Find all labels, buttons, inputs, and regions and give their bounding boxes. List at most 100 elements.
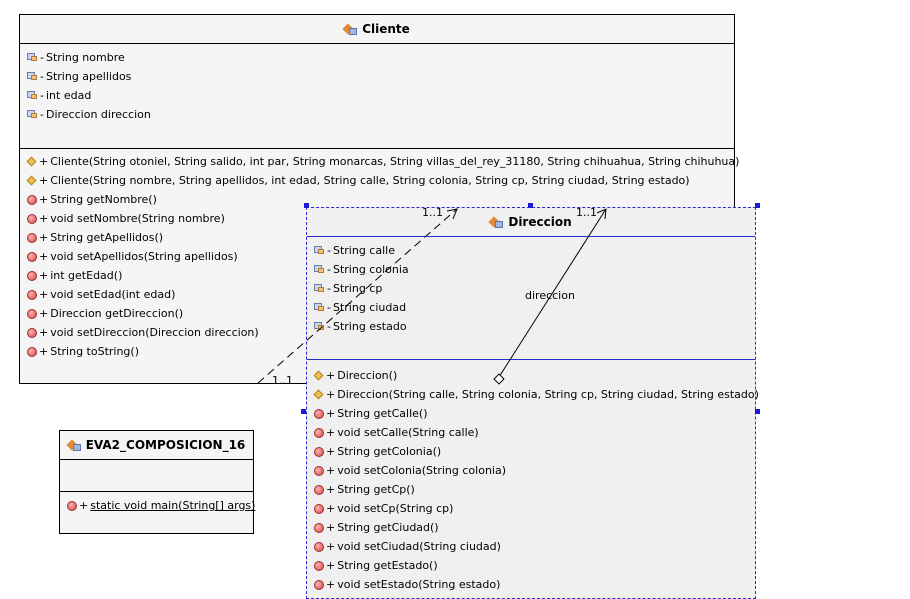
class-eva2-header[interactable]: EVA2_COMPOSICION_16 bbox=[60, 431, 253, 460]
attribute-text: String estado bbox=[332, 320, 407, 333]
operation-row[interactable]: +String getNombre() bbox=[20, 190, 734, 209]
visibility-marker: + bbox=[39, 307, 49, 320]
class-icon bbox=[488, 215, 504, 228]
field-icon bbox=[314, 245, 325, 256]
operation-row[interactable]: +Cliente(String otoniel, String salido, … bbox=[20, 152, 739, 171]
operation-row[interactable]: +void setEdad(int edad) bbox=[20, 285, 734, 304]
operation-text: void setCalle(String calle) bbox=[337, 426, 479, 439]
resize-handle-middle-right[interactable] bbox=[755, 409, 760, 414]
visibility-marker: - bbox=[327, 282, 331, 295]
operation-row[interactable]: +void setCalle(String calle) bbox=[307, 423, 755, 442]
visibility-marker: + bbox=[39, 288, 49, 301]
operation-text: static void main(String[] args) bbox=[90, 499, 256, 512]
operation-text: void setDireccion(Direccion direccion) bbox=[50, 326, 259, 339]
operation-row[interactable]: +void setDireccion(Direccion direccion) bbox=[20, 323, 734, 342]
operation-row[interactable]: +void setCiudad(String ciudad) bbox=[307, 537, 755, 556]
resize-handle-top-right[interactable] bbox=[755, 203, 760, 208]
operation-text: Direccion(String calle, String colonia, … bbox=[337, 388, 759, 401]
association-arrowhead bbox=[596, 208, 607, 220]
class-cliente-attributes: -String nombre -String apellidos -int ed… bbox=[20, 44, 734, 149]
method-icon bbox=[314, 579, 324, 590]
class-eva2-attributes bbox=[60, 460, 253, 492]
association-target-multiplicity: 1..1 bbox=[576, 206, 597, 219]
operation-row[interactable]: +void setColonia(String colonia) bbox=[307, 461, 755, 480]
resize-handle-top-center[interactable] bbox=[528, 203, 533, 208]
class-eva2-composicion-16[interactable]: EVA2_COMPOSICION_16 +static void main(St… bbox=[59, 430, 256, 534]
visibility-marker: + bbox=[326, 502, 336, 515]
visibility-marker: + bbox=[39, 269, 49, 282]
operation-row[interactable]: +String getEstado() bbox=[307, 556, 755, 575]
visibility-marker: + bbox=[79, 499, 89, 512]
visibility-marker: - bbox=[327, 244, 331, 257]
method-icon bbox=[27, 251, 37, 262]
attribute-row[interactable]: -int edad bbox=[20, 86, 734, 105]
operation-row[interactable]: +void setNombre(String nombre) bbox=[20, 209, 734, 228]
operation-row[interactable]: +void setCp(String cp) bbox=[307, 499, 755, 518]
class-direccion[interactable]: Direccion -String calle -String colonia … bbox=[306, 207, 759, 599]
method-icon bbox=[27, 308, 37, 319]
operation-text: String getApellidos() bbox=[50, 231, 164, 244]
operation-row[interactable]: +String toString() bbox=[20, 342, 734, 361]
operation-row[interactable]: +String getApellidos() bbox=[20, 228, 734, 247]
visibility-marker: + bbox=[326, 369, 336, 382]
operation-row[interactable]: +Direccion() bbox=[307, 366, 755, 385]
association-line[interactable] bbox=[498, 208, 607, 378]
attribute-row[interactable]: -String estado bbox=[307, 317, 755, 336]
field-icon bbox=[27, 109, 38, 120]
operation-text: Cliente(String otoniel, String salido, i… bbox=[50, 155, 740, 168]
method-icon bbox=[314, 408, 324, 419]
method-icon bbox=[67, 500, 77, 511]
field-icon bbox=[314, 283, 325, 294]
operation-row[interactable]: +void setEstado(String estado) bbox=[307, 575, 755, 594]
resize-handle-middle-left[interactable] bbox=[301, 409, 306, 414]
resize-handle-top-left[interactable] bbox=[304, 203, 309, 208]
visibility-marker: + bbox=[39, 231, 49, 244]
visibility-marker: - bbox=[40, 89, 44, 102]
method-icon bbox=[314, 560, 324, 571]
operation-row[interactable]: +String getCalle() bbox=[307, 404, 755, 423]
operation-row[interactable]: +Direccion getDireccion() bbox=[20, 304, 734, 323]
association-role-label: direccion bbox=[525, 289, 575, 302]
operation-row[interactable]: +String getColonia() bbox=[307, 442, 755, 461]
class-direccion-operations: +Direccion() +Direccion(String calle, St… bbox=[307, 360, 759, 594]
operation-row[interactable]: +Cliente(String nombre, String apellidos… bbox=[20, 171, 734, 190]
attribute-row[interactable]: -String ciudad bbox=[307, 298, 755, 317]
class-name: Direccion bbox=[508, 215, 572, 229]
operation-text: void setColonia(String colonia) bbox=[337, 464, 507, 477]
operation-text: String getColonia() bbox=[337, 445, 442, 458]
visibility-marker: + bbox=[326, 521, 336, 534]
operation-row[interactable]: +String getCiudad() bbox=[307, 518, 755, 537]
class-cliente-header[interactable]: Cliente bbox=[20, 15, 734, 44]
operation-row[interactable]: +Direccion(String calle, String colonia,… bbox=[307, 385, 759, 404]
operation-text: void setCiudad(String ciudad) bbox=[337, 540, 501, 553]
attribute-row[interactable]: -Direccion direccion bbox=[20, 105, 734, 124]
attribute-row[interactable]: -String nombre bbox=[20, 48, 734, 67]
operation-row[interactable]: +static void main(String[] args) bbox=[60, 496, 256, 515]
class-direccion-attributes: -String calle -String colonia -String cp… bbox=[307, 237, 755, 360]
operation-row[interactable]: +String getCp() bbox=[307, 480, 755, 499]
operation-row[interactable]: +int getEdad() bbox=[20, 266, 734, 285]
class-direccion-header[interactable]: Direccion bbox=[307, 208, 755, 237]
dependency-arrowhead bbox=[446, 208, 458, 220]
attribute-text: String nombre bbox=[45, 51, 125, 64]
visibility-marker: + bbox=[39, 326, 49, 339]
attribute-row[interactable]: -String colonia bbox=[307, 260, 755, 279]
attribute-row[interactable]: -String apellidos bbox=[20, 67, 734, 86]
visibility-marker: - bbox=[327, 301, 331, 314]
operation-row[interactable]: +void setApellidos(String apellidos) bbox=[20, 247, 734, 266]
method-icon bbox=[314, 522, 324, 533]
association-end-diamond bbox=[493, 373, 505, 385]
attribute-row[interactable]: -String calle bbox=[307, 241, 755, 260]
method-icon bbox=[27, 213, 37, 224]
operation-text: Direccion getDireccion() bbox=[50, 307, 184, 320]
visibility-marker: + bbox=[39, 193, 49, 206]
visibility-marker: - bbox=[327, 320, 331, 333]
visibility-marker: + bbox=[326, 540, 336, 553]
field-icon bbox=[27, 71, 38, 82]
operation-text: void setEstado(String estado) bbox=[337, 578, 501, 591]
attribute-text: String colonia bbox=[332, 263, 409, 276]
dependency-line[interactable] bbox=[257, 208, 458, 384]
visibility-marker: + bbox=[39, 155, 49, 168]
dependency-source-multiplicity: 1..1 bbox=[272, 374, 293, 387]
operation-text: void setApellidos(String apellidos) bbox=[50, 250, 238, 263]
